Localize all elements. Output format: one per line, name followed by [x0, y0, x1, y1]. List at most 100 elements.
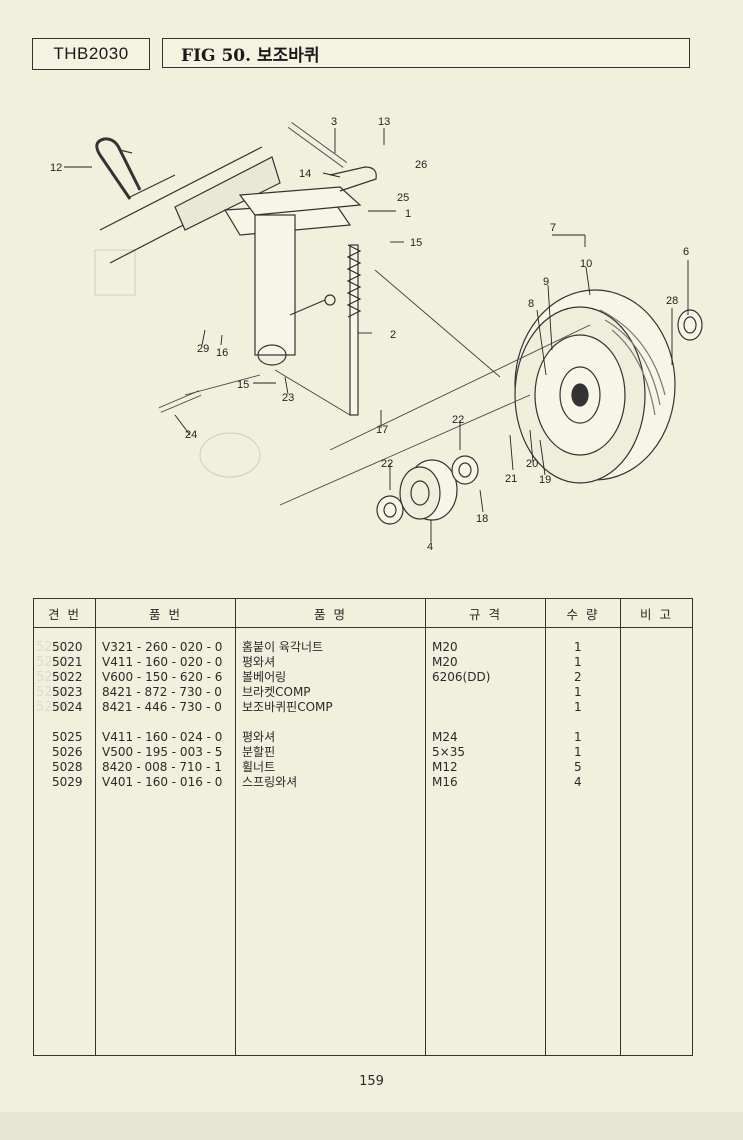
callout-15: 15 — [410, 237, 422, 249]
cell-part: 8421 - 446 - 730 - 0 — [95, 700, 236, 715]
cell-part: 8421 - 872 - 730 - 0 — [95, 685, 236, 700]
cell-qty: 1 — [545, 685, 621, 700]
cell-part: V600 - 150 - 620 - 6 — [95, 670, 236, 685]
table-row: 5020 V321 - 260 - 020 - 0 홈붙이 육각너트 M20 1 — [33, 627, 693, 655]
hub — [376, 455, 479, 525]
callout-9: 9 — [543, 276, 549, 288]
cell-part: V500 - 195 - 003 - 5 — [95, 745, 236, 760]
cell-part: 8420 - 008 - 710 - 1 — [95, 760, 236, 775]
cell-no: 5026 — [33, 745, 96, 760]
callout-21: 21 — [505, 473, 517, 485]
page-edge — [0, 1112, 743, 1140]
cell-note — [620, 655, 693, 670]
leader-lines — [64, 128, 689, 542]
callout-18: 18 — [476, 513, 488, 525]
callout-8: 8 — [528, 298, 534, 310]
col-header-quantity: 수 량 — [545, 598, 621, 628]
callout-23: 23 — [282, 392, 294, 404]
callout-19: 19 — [539, 474, 551, 486]
bracket-comp — [223, 166, 377, 366]
figure-title-box: FIG 50. 보조바퀴 — [162, 38, 690, 68]
callout-13: 13 — [378, 116, 390, 128]
cell-part: V401 - 160 - 016 - 0 — [95, 775, 236, 790]
cell-note — [620, 627, 693, 655]
callout-16: 16 — [216, 347, 228, 359]
frame-bar — [99, 146, 281, 264]
cell-name: 보조바퀴핀COMP — [235, 700, 426, 715]
cell-note — [620, 775, 693, 790]
axle-pin — [158, 390, 202, 413]
cell-spec: 5×35 — [425, 745, 546, 760]
wheel-pin — [287, 122, 348, 168]
cell-name: 브라켓COMP — [235, 685, 426, 700]
page-number: 159 — [359, 1074, 384, 1089]
callout-6: 6 — [683, 246, 689, 258]
cell-note — [620, 670, 693, 685]
model-text: THB2030 — [53, 44, 129, 63]
callout-29: 29 — [197, 343, 209, 355]
table-spacer-row — [33, 715, 693, 730]
cell-note — [620, 760, 693, 775]
callout-20: 20 — [526, 458, 538, 470]
cell-spec: M24 — [425, 730, 546, 745]
cell-spec — [425, 685, 546, 700]
cell-part: V411 - 160 - 020 - 0 — [95, 655, 236, 670]
callout-10: 10 — [580, 258, 592, 270]
cell-qty: 5 — [545, 760, 621, 775]
cell-no: 5025 — [33, 730, 96, 745]
cell-part: V321 - 260 - 020 - 0 — [95, 627, 236, 655]
table-row: 5023 8421 - 872 - 730 - 0 브라켓COMP 1 — [33, 685, 693, 700]
cell-spec: M12 — [425, 760, 546, 775]
callout-24: 24 — [185, 429, 197, 441]
col-header-remarks: 비 고 — [620, 598, 693, 628]
table-header-row: 견 번 품 번 품 명 규 격 수 량 비 고 — [33, 598, 693, 628]
table-row: 5022 V600 - 150 - 620 - 6 볼베어링 6206(DD) … — [33, 670, 693, 685]
callout-22a: 22 — [452, 414, 464, 426]
cell-spec: M20 — [425, 655, 546, 670]
table-row: 5021 V411 - 160 - 020 - 0 평와셔 M20 1 — [33, 655, 693, 670]
cell-name: 홈붙이 육각너트 — [235, 627, 426, 655]
cell-no: 5020 — [33, 627, 96, 655]
callout-labels: 12 3 13 14 26 25 1 15 2 7 6 10 9 28 8 29… — [50, 116, 689, 553]
cell-qty: 1 — [545, 700, 621, 715]
callout-3: 3 — [331, 116, 337, 128]
callout-1: 1 — [405, 208, 411, 220]
figure-title: FIG 50. 보조바퀴 — [181, 45, 320, 66]
callout-22b: 22 — [381, 458, 393, 470]
cell-note — [620, 745, 693, 760]
table-row: 5029 V401 - 160 - 016 - 0 스프링와셔 M16 4 — [33, 775, 693, 790]
callout-17: 17 — [376, 424, 388, 436]
callout-4: 4 — [427, 541, 433, 553]
cell-qty: 1 — [545, 745, 621, 760]
cell-note — [620, 700, 693, 715]
cell-name: 평와셔 — [235, 730, 426, 745]
cell-name: 볼베어링 — [235, 670, 426, 685]
callout-7: 7 — [550, 222, 556, 234]
wheel-assembly — [514, 289, 676, 484]
spring-rod — [346, 244, 362, 416]
cell-name: 분할핀 — [235, 745, 426, 760]
col-header-part-name: 품 명 — [235, 598, 426, 628]
cell-name: 휠너트 — [235, 760, 426, 775]
cell-no: 5022 — [33, 670, 96, 685]
show-through-drawing — [94, 249, 261, 478]
callout-26: 26 — [415, 159, 427, 171]
col-header-no: 견 번 — [33, 598, 96, 628]
callout-12: 12 — [50, 162, 62, 174]
cell-qty: 4 — [545, 775, 621, 790]
callout-28: 28 — [666, 295, 678, 307]
cell-part: V411 - 160 - 024 - 0 — [95, 730, 236, 745]
cell-qty: 1 — [545, 730, 621, 745]
cell-no: 5028 — [33, 760, 96, 775]
col-header-spec: 규 격 — [425, 598, 546, 628]
model-label: THB2030 — [32, 38, 150, 70]
bearing-cap — [677, 309, 703, 341]
cell-no: 5023 — [33, 685, 96, 700]
cell-spec: M20 — [425, 627, 546, 655]
callout-2: 2 — [390, 329, 396, 341]
table-row: 5028 8420 - 008 - 710 - 1 휠너트 M12 5 — [33, 760, 693, 775]
cell-spec: M16 — [425, 775, 546, 790]
table-row: 5024 8421 - 446 - 730 - 0 보조바퀴핀COMP 1 — [33, 700, 693, 715]
col-header-part-number: 품 번 — [95, 598, 236, 628]
cell-note — [620, 685, 693, 700]
